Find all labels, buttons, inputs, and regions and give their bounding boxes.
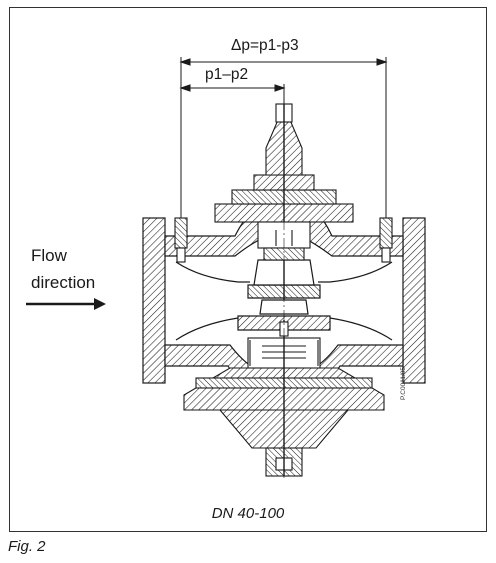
valve-body xyxy=(142,203,426,399)
flow-arrow xyxy=(26,298,106,310)
impulse-fittings xyxy=(174,217,393,263)
diagram-caption: DN 40-100 xyxy=(211,505,285,522)
figure-frame xyxy=(9,7,487,532)
dimension-lines xyxy=(179,57,388,222)
flow-label-line2: direction xyxy=(31,273,96,292)
flow-label-line1: Flow xyxy=(31,246,67,265)
delta-p-partial-label: p1–p2 xyxy=(205,66,249,83)
lower-actuator xyxy=(183,320,385,477)
drawing-code: P.C0011/05 xyxy=(400,366,407,400)
figure-number: Fig. 2 xyxy=(8,538,46,555)
delta-p-total-label: Δp=p1-p3 xyxy=(231,37,299,54)
